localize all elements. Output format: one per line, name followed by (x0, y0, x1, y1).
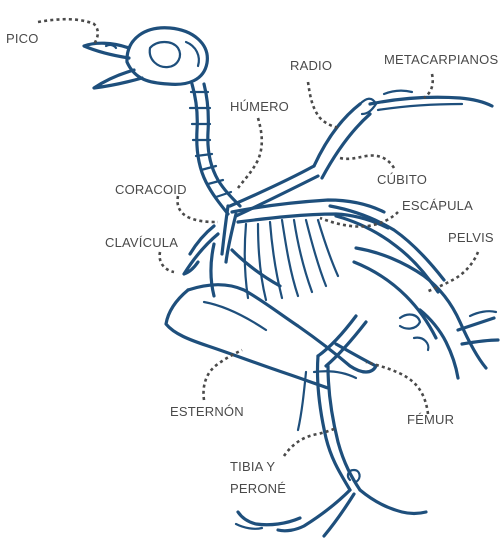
label-femur: FÉMUR (407, 412, 454, 428)
label-tibia-line1: TIBIA Y (230, 459, 275, 475)
skull (127, 28, 207, 85)
leader-humero (238, 118, 262, 188)
leader-pico (38, 19, 98, 44)
label-escapula: ESCÁPULA (402, 198, 473, 214)
beak (84, 43, 142, 88)
label-tibia-line2: PERONÉ (230, 481, 286, 497)
label-metacarpianos: METACARPIANOS (384, 52, 498, 68)
label-radio: RADIO (290, 58, 332, 74)
label-coracoid: CORACOID (115, 182, 187, 198)
label-humero: HÚMERO (230, 99, 289, 115)
label-cubito: CÚBITO (377, 172, 427, 188)
leader-cubito (340, 156, 394, 169)
label-pico: PICO (6, 31, 39, 47)
leader-metacarpianos (424, 74, 433, 98)
leader-clavicula (160, 252, 174, 272)
label-esternon: ESTERNÓN (170, 404, 244, 420)
leader-radio (308, 82, 338, 128)
pelvis (354, 248, 498, 378)
label-clavicula: CLAVÍCULA (105, 235, 178, 251)
leader-coracoid (178, 196, 219, 222)
sternum (166, 285, 376, 388)
label-pelvis: PELVIS (448, 230, 494, 246)
